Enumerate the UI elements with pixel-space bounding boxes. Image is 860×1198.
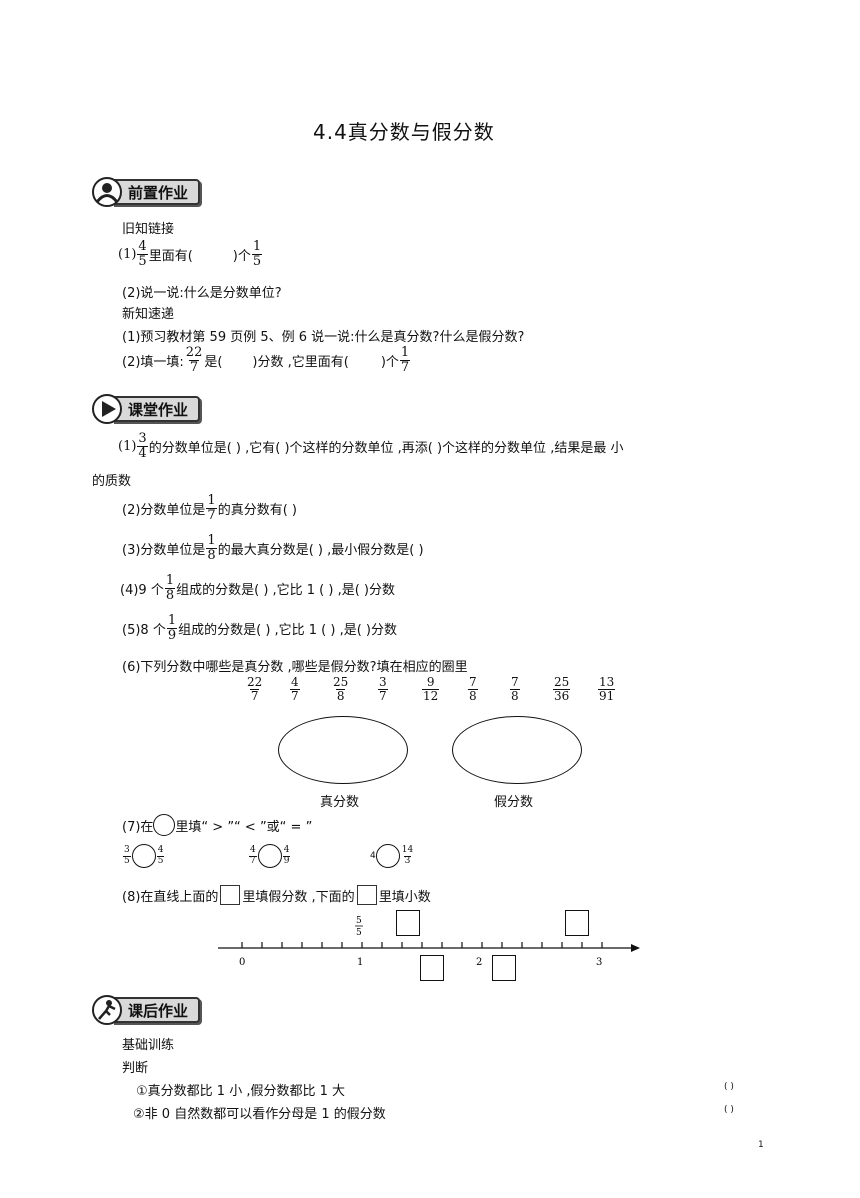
class-q7: (7)在 里填“ > ”“ < ”或“ = ” bbox=[122, 814, 312, 836]
basic-training-heading: 基础训练 bbox=[122, 1038, 175, 1053]
old-link-heading: 旧知链接 bbox=[122, 222, 175, 237]
pre-q2: (2)说一说:什么是分数单位? bbox=[122, 286, 282, 301]
square-icon bbox=[356, 885, 377, 905]
answer-box-above-2[interactable] bbox=[565, 910, 589, 936]
page-title: 4.4真分数与假分数 bbox=[313, 120, 495, 144]
improper-fraction-label: 假分数 bbox=[494, 795, 534, 810]
improper-fraction-ellipse[interactable] bbox=[452, 716, 582, 784]
judge-item-1: ①真分数都比 1 小 ,假分数都比 1 大 bbox=[136, 1084, 345, 1099]
runner-icon bbox=[92, 995, 122, 1025]
page-number: 1 bbox=[758, 1140, 764, 1150]
class-q1-cont: 的质数 bbox=[92, 474, 132, 489]
proper-fraction-label: 真分数 bbox=[320, 795, 360, 810]
answer-box-above-1[interactable] bbox=[396, 910, 420, 936]
q-text: )个 bbox=[232, 248, 251, 264]
compare-circle[interactable] bbox=[131, 844, 156, 868]
tick-label: 3 bbox=[596, 957, 602, 968]
section-title-after: 课后作业 bbox=[112, 997, 201, 1023]
compare-circle[interactable] bbox=[257, 844, 282, 868]
section-badge-pre: 前置作业 bbox=[92, 177, 201, 207]
new-q1: (1)预习教材第 59 页例 5、例 6 说一说:什么是真分数?什么是假分数? bbox=[122, 330, 525, 345]
judge-answer-2[interactable]: ( ) bbox=[724, 1105, 734, 1115]
answer-box-below-1[interactable] bbox=[420, 955, 444, 981]
play-icon bbox=[92, 394, 122, 424]
tick-label: 0 bbox=[239, 957, 245, 968]
tick-label: 2 bbox=[476, 957, 482, 968]
student-icon bbox=[92, 177, 122, 207]
tick-label: 1 bbox=[357, 957, 363, 968]
compare-circle[interactable] bbox=[375, 844, 400, 868]
section-badge-class: 课堂作业 bbox=[92, 394, 201, 424]
line-frac-den: 5 bbox=[356, 928, 362, 938]
q-text: 里面有( bbox=[148, 248, 193, 264]
judge-item-2: ②非 0 自然数都可以看作分母是 1 的假分数 bbox=[133, 1107, 386, 1122]
line-frac-num: 5 bbox=[356, 916, 362, 926]
class-q8: (8)在直线上面的 里填假分数 ,下面的 里填小数 bbox=[122, 885, 431, 905]
q-number: (1) bbox=[118, 246, 137, 262]
proper-fraction-ellipse[interactable] bbox=[278, 716, 408, 784]
square-icon bbox=[220, 885, 241, 905]
judge-answer-1[interactable]: ( ) bbox=[724, 1082, 734, 1092]
number-line: 0 1 2 3 5 5 bbox=[218, 916, 640, 968]
section-title-pre: 前置作业 bbox=[112, 179, 201, 205]
new-link-heading: 新知速递 bbox=[122, 307, 175, 322]
answer-box-below-2[interactable] bbox=[492, 955, 516, 981]
judge-heading: 判断 bbox=[122, 1061, 149, 1076]
section-title-class: 课堂作业 bbox=[112, 396, 201, 422]
class-q6: (6)下列分数中哪些是真分数 ,哪些是假分数?填在相应的圈里 bbox=[122, 660, 468, 675]
section-badge-after: 课后作业 bbox=[92, 995, 201, 1025]
compare-circle-icon bbox=[153, 814, 176, 836]
